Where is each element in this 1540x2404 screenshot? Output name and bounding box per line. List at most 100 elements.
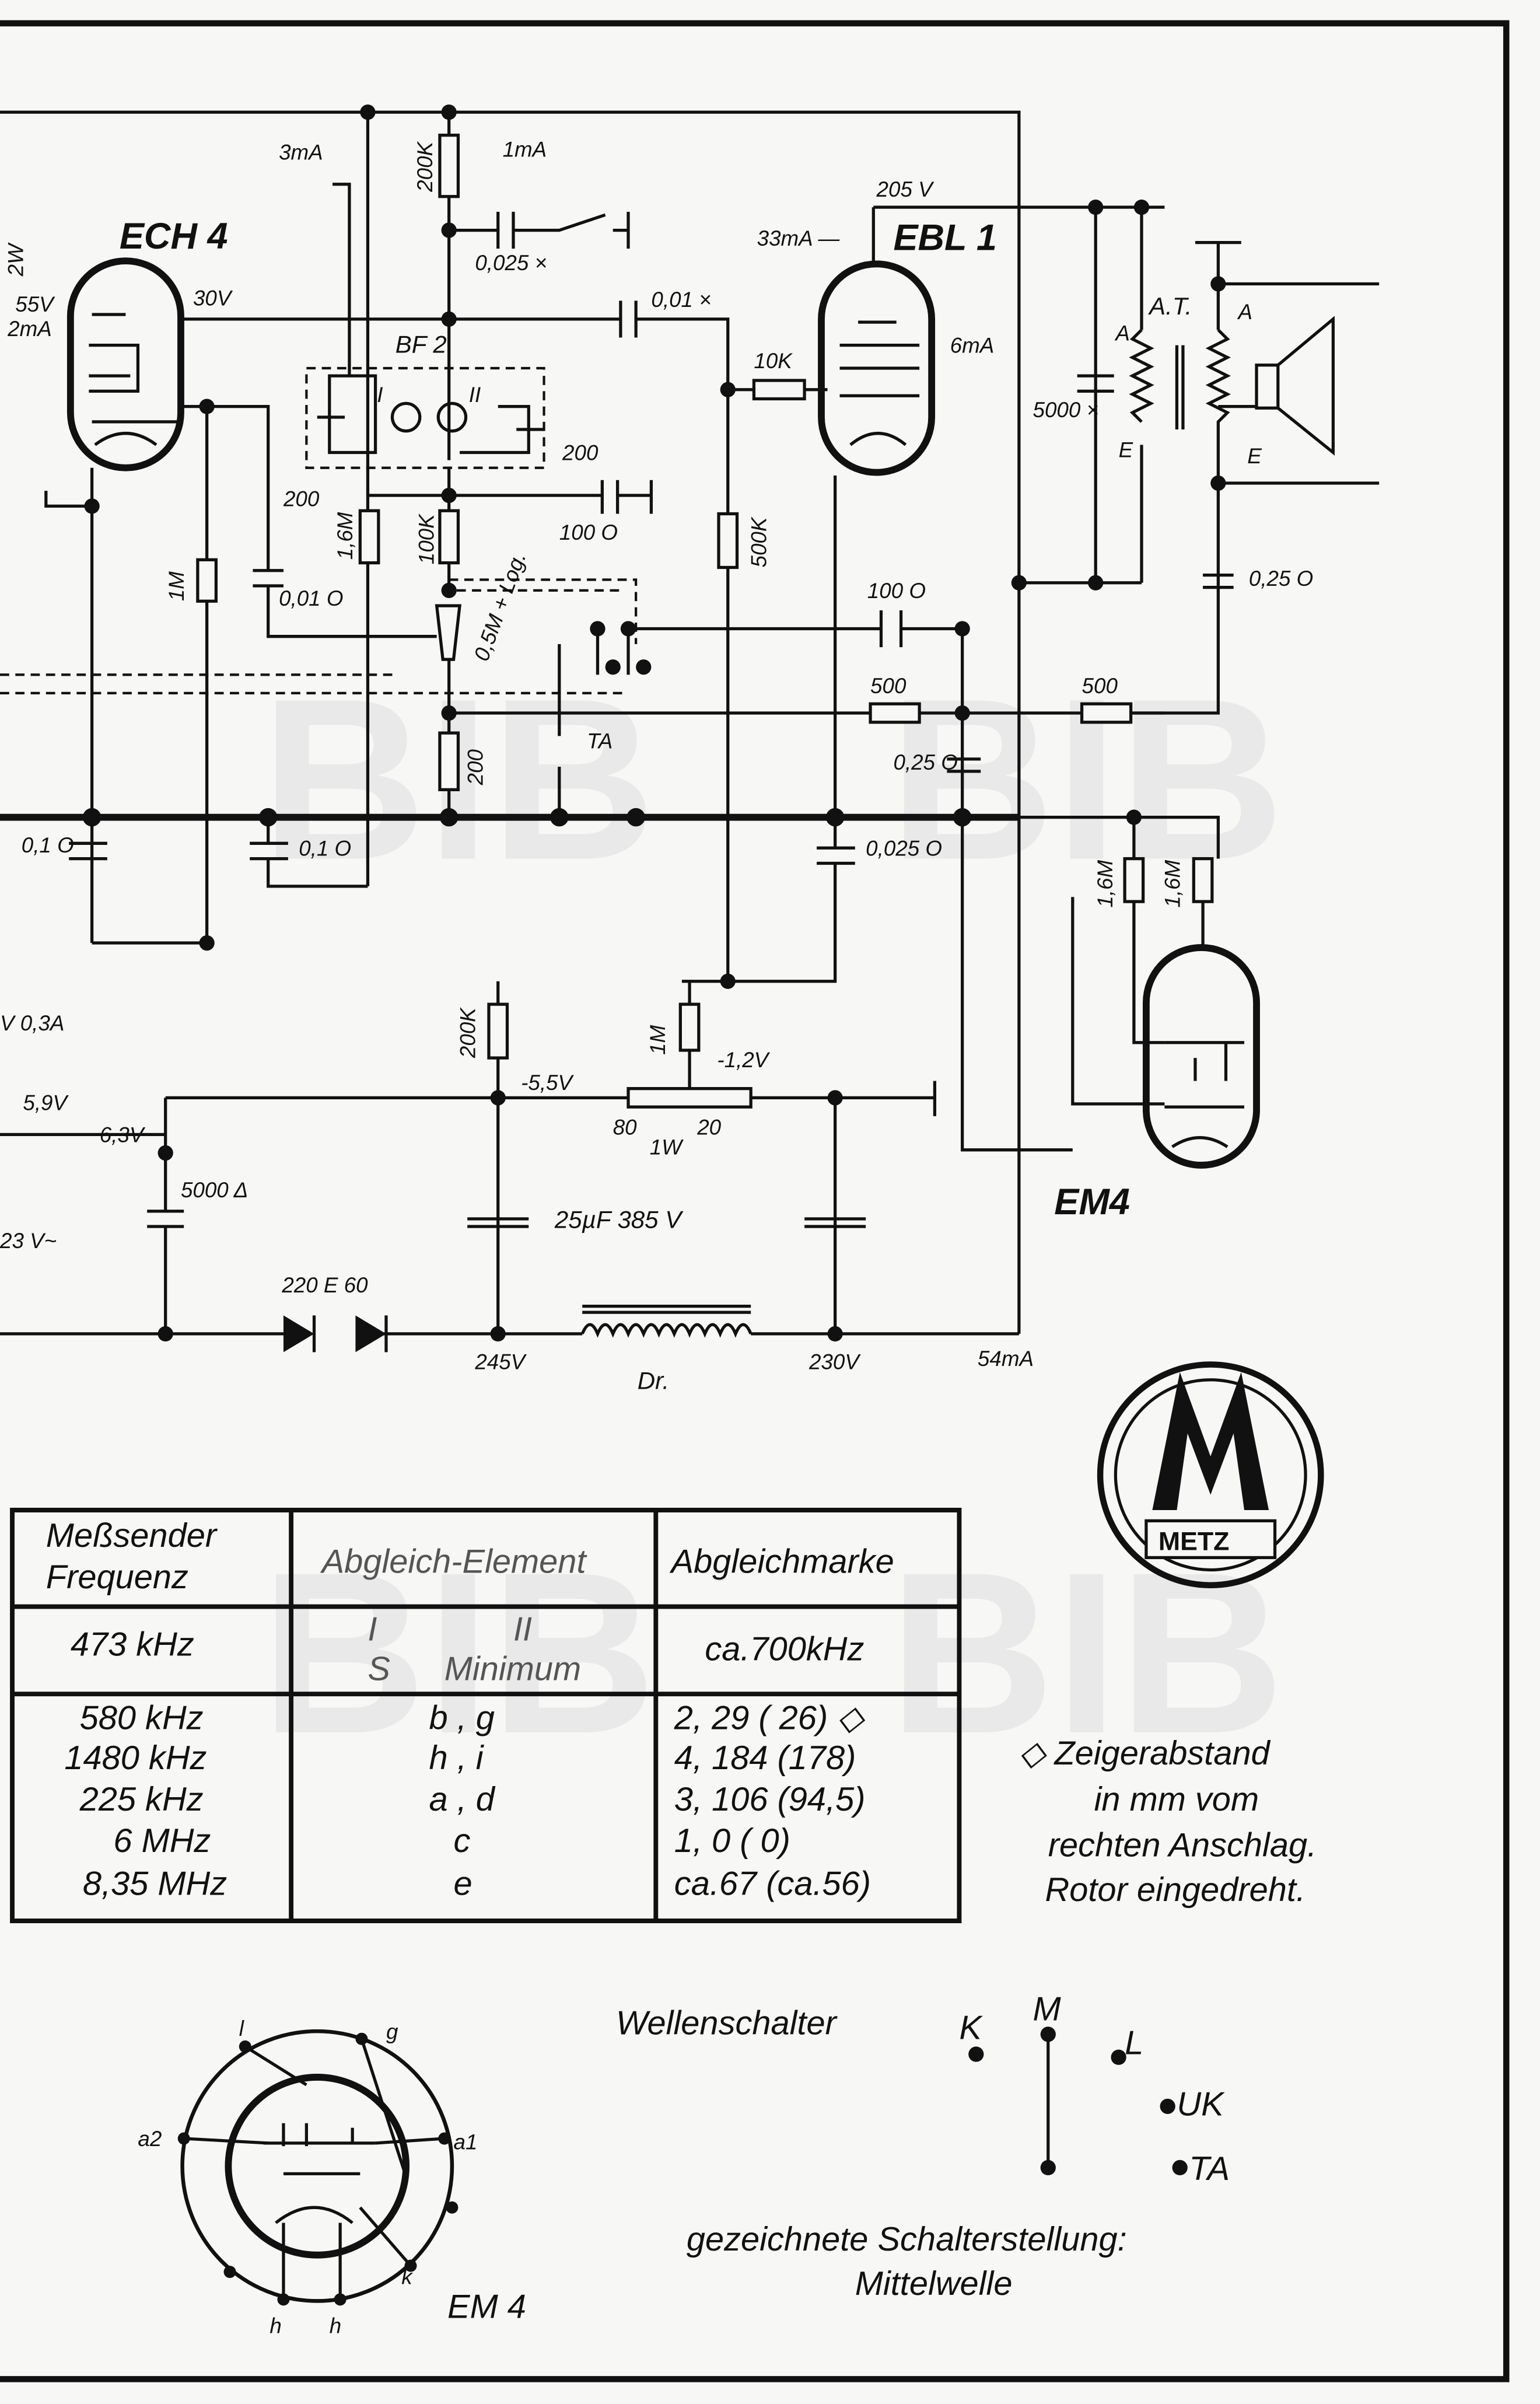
label: 200K: [413, 141, 437, 193]
pin-label: h: [270, 2314, 281, 2338]
bf2-label: BF 2: [396, 331, 447, 358]
metz-logo: METZ: [1097, 1361, 1324, 1588]
label: 80: [613, 1115, 637, 1139]
table-row: 1480 kHz h , i 4, 184 (178): [64, 1739, 856, 1777]
logo-text: METZ: [1158, 1527, 1230, 1556]
label: V 0,3A: [0, 1011, 64, 1035]
svg-text:BIB: BIB: [889, 1525, 1285, 1781]
tube-label-em4: EM4: [1054, 1182, 1130, 1222]
table-cell: 580 kHz: [80, 1700, 204, 1737]
label: 0,25 O: [893, 750, 957, 774]
pin-label: g: [386, 2019, 398, 2043]
table-cell: 6 MHz: [113, 1822, 211, 1860]
table-header: Abgleich-Element: [320, 1543, 588, 1581]
label: 500: [870, 674, 907, 698]
label: 0,01 ×: [651, 288, 711, 312]
label: 10K: [754, 349, 793, 373]
tube-ebl1: [818, 260, 936, 476]
socket-title: EM 4: [447, 2288, 526, 2325]
table-cell: 4, 184 (178): [674, 1739, 856, 1777]
tube-em4: [1142, 944, 1260, 1169]
label: E: [1119, 438, 1133, 462]
label: E: [1247, 444, 1262, 468]
coil-i-label: I: [377, 383, 383, 407]
label: 100K: [414, 513, 438, 564]
pin-label: k: [401, 2265, 413, 2289]
table-cell: I: [368, 1610, 377, 1648]
label: 1,6M: [333, 512, 357, 560]
label: -1,2V: [717, 1048, 770, 1072]
table-cell: h , i: [429, 1739, 485, 1777]
label: 5000 ×: [1033, 398, 1099, 422]
note-line: Rotor eingedreht.: [1045, 1871, 1306, 1909]
label: Dr.: [638, 1367, 669, 1394]
label: 1W: [650, 1135, 684, 1159]
table-row: 225 kHz a , d 3, 106 (94,5): [79, 1781, 866, 1818]
table-cell: 1480 kHz: [64, 1739, 206, 1777]
label: 3mA: [279, 141, 323, 165]
pin-label: l: [239, 2017, 244, 2040]
pin-label: h: [330, 2314, 341, 2338]
switch-caption: Mittelwelle: [855, 2265, 1013, 2302]
label: 220 E 60: [281, 1273, 368, 1297]
junction-dots: [82, 104, 1226, 1342]
table-cell: Minimum: [444, 1651, 581, 1688]
label: 2mA: [7, 317, 52, 341]
label: 205 V: [876, 177, 935, 201]
label: 0,5M + Log.: [469, 549, 530, 664]
switch-pos-m: M: [1033, 1991, 1062, 2028]
table-cell: 473 kHz: [71, 1626, 194, 1664]
label: 200: [463, 749, 487, 786]
label: 1,6M: [1093, 860, 1117, 908]
svg-text:BIB: BIB: [261, 1525, 657, 1781]
label: 0,025 ×: [475, 251, 547, 275]
label: 100 O: [867, 579, 926, 603]
table-cell: S: [368, 1651, 390, 1688]
tube-label-ebl1: EBL 1: [893, 218, 997, 258]
label: 20: [696, 1115, 721, 1139]
label: -5,5V: [521, 1071, 574, 1095]
label: 54mA: [978, 1347, 1034, 1371]
table-cell: 1, 0 ( 0): [674, 1822, 790, 1860]
label: 200K: [456, 1007, 480, 1058]
label: 0,1 O: [22, 833, 74, 857]
switch-pos-k: K: [959, 2009, 983, 2046]
label: 1M: [646, 1025, 670, 1054]
label: 200: [562, 441, 598, 465]
pointer-note: ◇ Zeigerabstand in mm vom rechten Anschl…: [1019, 1735, 1317, 1909]
switch-pos-l: L: [1125, 2025, 1143, 2062]
label: 23 V~: [0, 1229, 57, 1253]
label: 5000 Δ: [181, 1178, 248, 1202]
frame-border: [0, 20, 1510, 2382]
label: 100 O: [559, 520, 618, 544]
label: 1,6M: [1161, 860, 1185, 908]
table-cell: a , d: [429, 1781, 496, 1818]
note-line: in mm vom: [1094, 1781, 1259, 1818]
table-cell: 8,35 MHz: [83, 1865, 227, 1902]
label: 200: [283, 487, 320, 511]
label: 0,25 O: [1249, 567, 1313, 590]
em4-socket-diagram: l g a2 a1 k h h EM 4: [138, 2017, 526, 2338]
label: 2W: [4, 242, 27, 277]
coil-ii-label: II: [469, 383, 481, 407]
label: 0,01 O: [279, 586, 343, 610]
note-line: ◇ Zeigerabstand: [1019, 1735, 1271, 1772]
table-cell: ca.67 (ca.56): [674, 1865, 871, 1902]
output-transformer-label: A.T.: [1147, 292, 1192, 320]
alignment-table: Meßsender Frequenz Abgleich-Element Abgl…: [10, 1508, 962, 1923]
note-line: rechten Anschlag.: [1048, 1827, 1317, 1864]
table-row: 580 kHz b , g 2, 29 ( 26) ◇: [80, 1700, 866, 1737]
table-cell: e: [454, 1865, 473, 1902]
label: 0,025 O: [866, 836, 942, 860]
switch-title: Wellenschalter: [616, 2004, 838, 2042]
label: 1mA: [503, 137, 547, 161]
wave-switch-legend: Wellenschalter K M L UK TA gezeichnete S…: [616, 1991, 1230, 2302]
table-cell: c: [454, 1822, 471, 1860]
switch-pos-uk: UK: [1177, 2086, 1225, 2123]
label: 55V: [15, 292, 55, 316]
label: A: [1237, 300, 1253, 324]
tube-label-ech4: ECH 4: [120, 216, 228, 257]
label: 6mA: [950, 334, 995, 358]
label: 500K: [747, 516, 771, 567]
